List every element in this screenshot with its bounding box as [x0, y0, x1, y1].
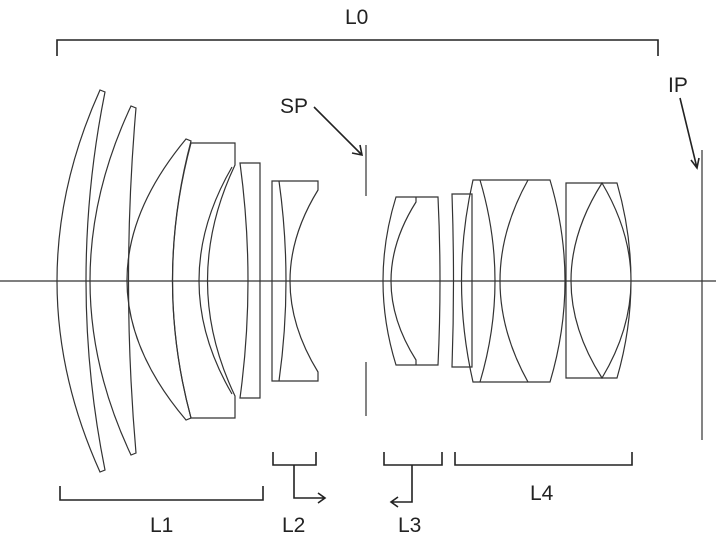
lens-element	[451, 193, 473, 368]
l2-label: L2	[282, 514, 305, 537]
l2-bracket-arrow	[272, 452, 327, 504]
lens-element	[56, 89, 106, 473]
lens-group-l2	[271, 180, 319, 382]
lens-element	[89, 105, 137, 456]
l0-bracket	[56, 39, 659, 56]
lens-element	[382, 196, 441, 366]
lens-element	[239, 162, 261, 399]
lens-surface	[479, 179, 496, 383]
ip-arrow	[679, 97, 700, 170]
lens-element	[171, 142, 236, 419]
l3-label: L3	[398, 514, 421, 537]
lens-element	[271, 180, 319, 382]
l1-bracket	[59, 486, 264, 501]
lens-element	[565, 182, 604, 379]
lens-surface	[278, 180, 287, 382]
lens-group-l1	[56, 89, 261, 473]
l4-label: L4	[530, 482, 554, 505]
lens-group-l3	[382, 196, 441, 366]
l4-bracket	[454, 452, 633, 466]
lens-element	[600, 182, 632, 379]
l1-label: L1	[150, 514, 173, 537]
sp-arrow	[313, 106, 364, 157]
lens-element	[460, 179, 566, 383]
l3-bracket-arrow	[383, 452, 443, 508]
lens-surface	[390, 197, 417, 365]
ip-label: IP	[668, 74, 688, 97]
sp-label: SP	[280, 95, 308, 118]
l0-label: L0	[345, 6, 368, 29]
lens-surface	[198, 166, 233, 395]
lens-group-l4	[451, 179, 632, 383]
lens-surface	[499, 179, 529, 383]
